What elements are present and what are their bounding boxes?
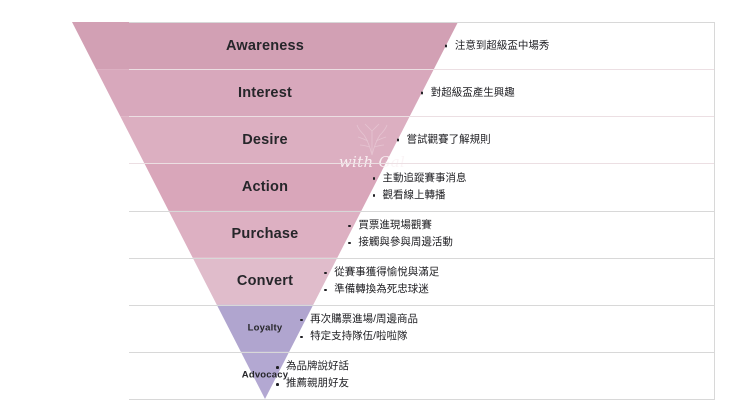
funnel-band-awareness [72, 22, 458, 70]
row-divider [129, 22, 715, 23]
funnel-band-purchase [168, 210, 362, 258]
funnel-band-interest [96, 69, 434, 117]
row-divider [129, 211, 715, 212]
bullet-item: 再次購票進場/周邊商品 [299, 311, 418, 328]
stage-bullets-interest: 對超級盃產生興趣 [420, 84, 515, 101]
stage-label-loyalty: Loyalty [247, 322, 283, 334]
bullet-item: 主動追蹤賽事消息 [372, 170, 467, 187]
row-divider [129, 163, 715, 164]
bullet-item: 從賽事獲得愉悅與滿足 [323, 264, 439, 281]
row-divider [129, 352, 715, 353]
funnel-band-advocacy [240, 351, 290, 399]
stage-bullets-purchase: 買票進現場觀賽接觸與參與周邊活動 [347, 217, 453, 251]
stage-label-action: Action [241, 178, 289, 195]
bullet-item: 注意到超級盃中場秀 [444, 37, 549, 54]
stage-bullets-action: 主動追蹤賽事消息觀看線上轉播 [372, 170, 467, 204]
bullet-item: 對超級盃產生興趣 [420, 84, 515, 101]
funnel-band-desire [120, 116, 410, 164]
stage-label-convert: Convert [236, 273, 294, 290]
stage-bullets-convert: 從賽事獲得愉悅與滿足準備轉換為死忠球迷 [323, 264, 439, 298]
stage-bullets-loyalty: 再次購票進場/周邊商品特定支持隊伍/啦啦隊 [299, 311, 418, 345]
bullet-item: 觀看線上轉播 [372, 187, 467, 204]
stage-label-interest: Interest [238, 84, 292, 101]
stage-bullets-awareness: 注意到超級盃中場秀 [444, 37, 549, 54]
bullet-item: 買票進現場觀賽 [347, 217, 453, 234]
bullet-item: 特定支持隊伍/啦啦隊 [299, 328, 418, 345]
row-divider [129, 69, 715, 70]
bullet-item: 準備轉換為死忠球迷 [323, 281, 439, 298]
stage-label-purchase: Purchase [231, 226, 299, 243]
bullet-item: 嘗試觀賽了解規則 [396, 131, 491, 148]
stage-bullets-advocacy: 為品牌說好話推薦親朋好友 [275, 358, 349, 392]
funnel-band-action [144, 163, 386, 211]
stage-label-desire: Desire [242, 131, 288, 148]
row-divider [129, 258, 715, 259]
funnel-band-loyalty [216, 304, 314, 352]
stage-label-awareness: Awareness [225, 37, 305, 54]
bullet-item: 推薦親朋好友 [275, 375, 349, 392]
row-divider [129, 399, 715, 400]
stage-label-advocacy: Advocacy [241, 369, 289, 381]
bullet-item: 為品牌說好話 [275, 358, 349, 375]
row-divider [129, 305, 715, 306]
funnel-band-convert [192, 257, 338, 305]
row-divider [129, 116, 715, 117]
stage-bullets-desire: 嘗試觀賽了解規則 [396, 131, 491, 148]
table-right-edge [714, 22, 715, 399]
bullet-item: 接觸與參與周邊活動 [347, 234, 453, 251]
